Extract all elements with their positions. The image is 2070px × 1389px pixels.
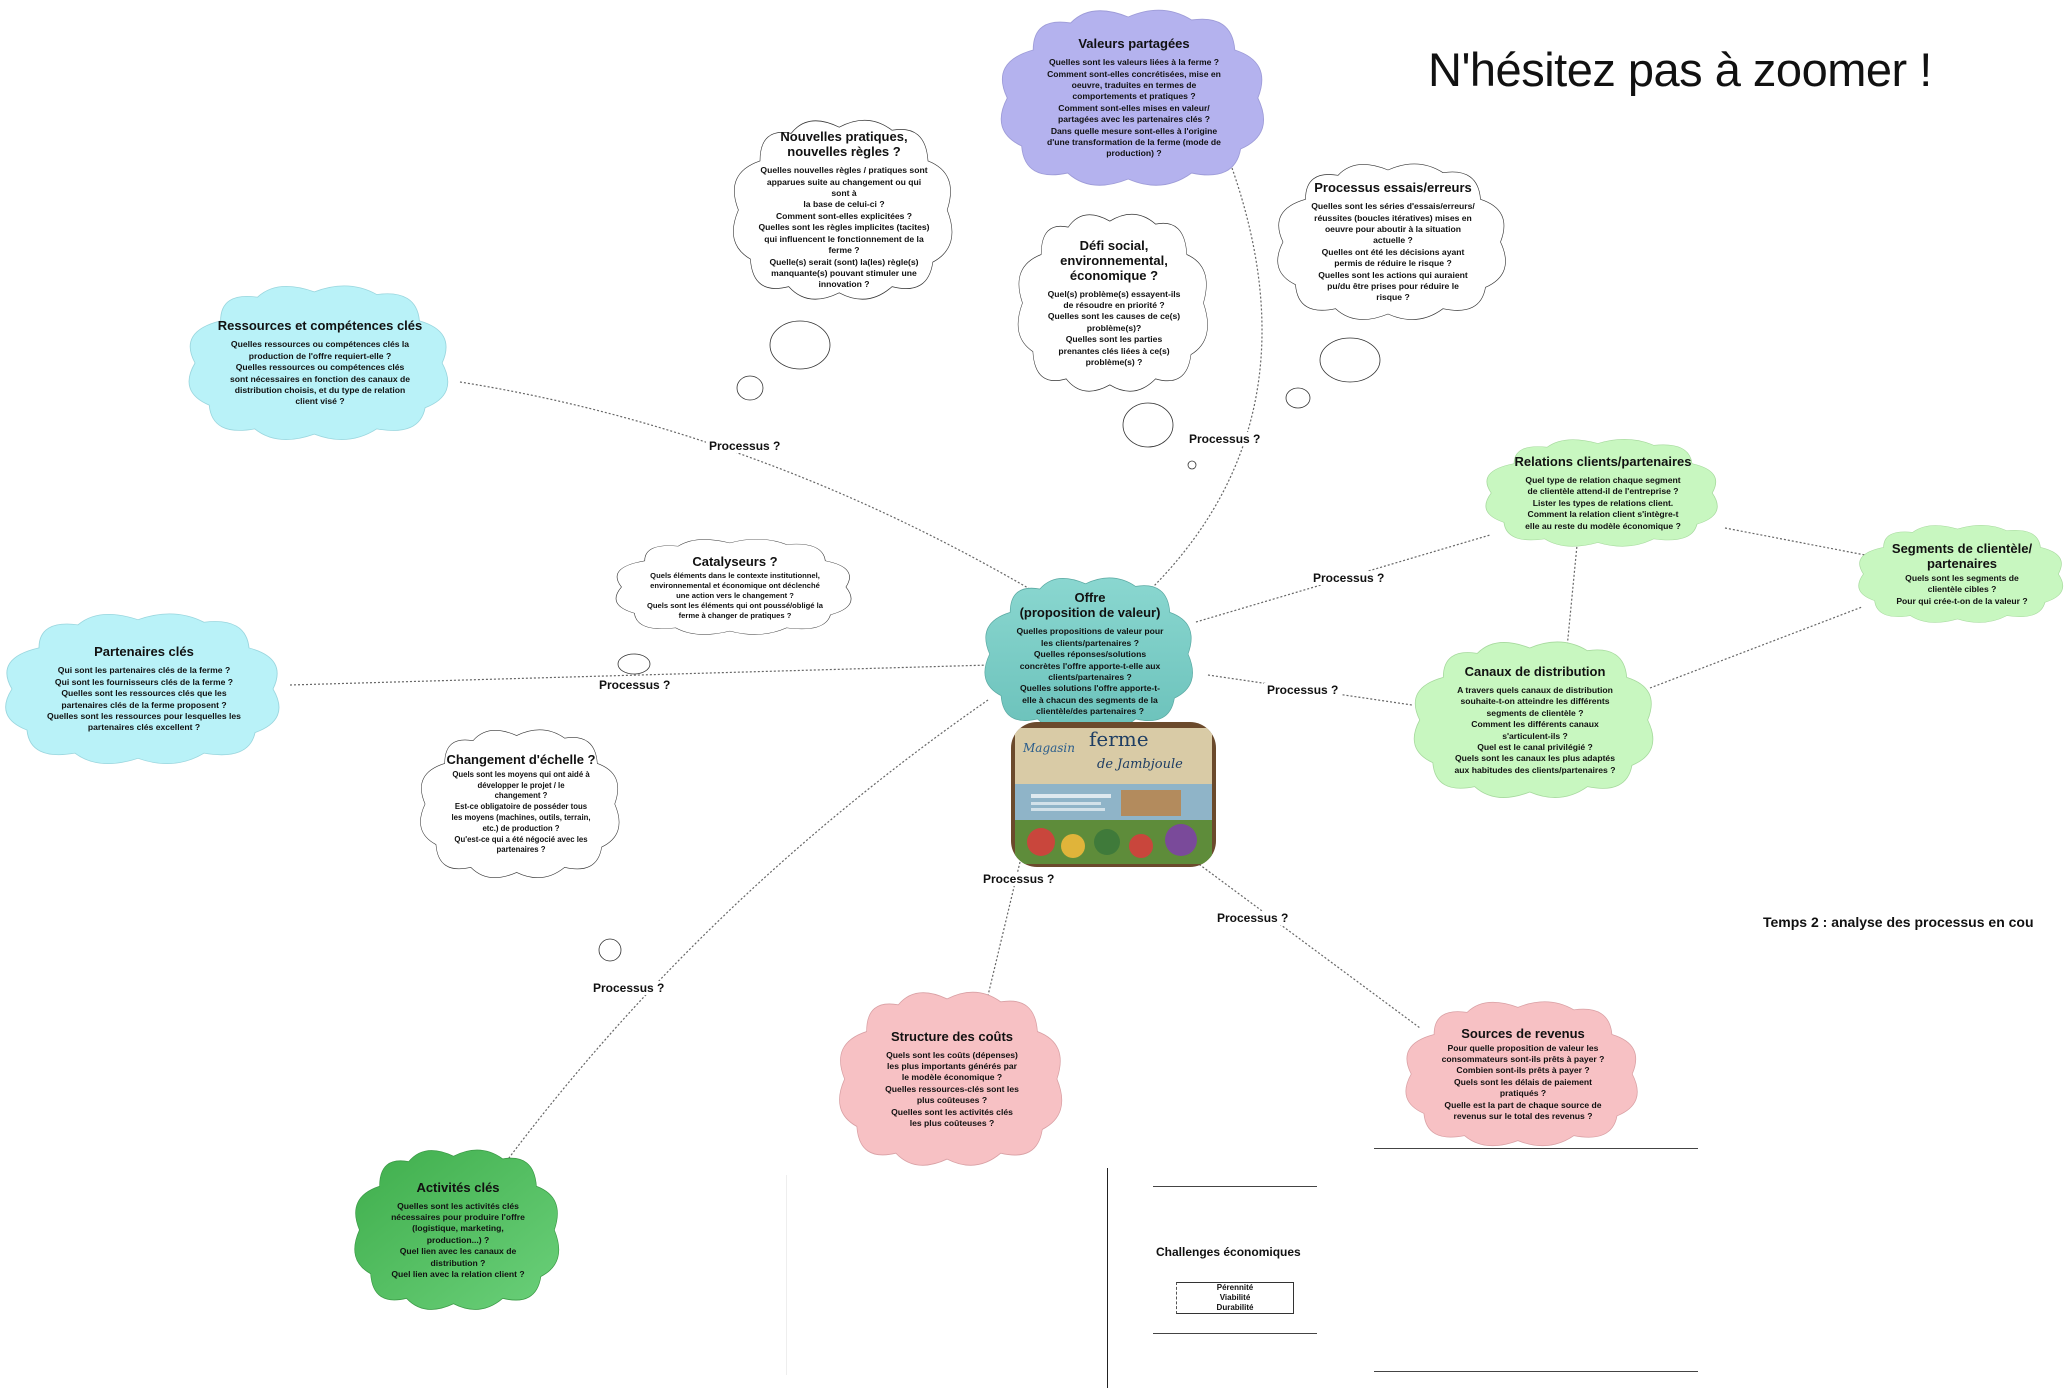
cloud-relations-clients[interactable]: Relations clients/partenaires Quel type … xyxy=(1476,438,1730,548)
headline-zoom-hint: N'hésitez pas à zoomer ! xyxy=(1428,43,1932,96)
cloud-body: Quel type de relation chaque segment de … xyxy=(1525,474,1681,531)
cloud-body: Quel(s) problème(s) essayent-ils de réso… xyxy=(1047,288,1181,368)
cloud-sources-revenus[interactable]: Sources de revenus Pour quelle propositi… xyxy=(1396,1000,1650,1148)
link-partenaires-offre xyxy=(289,664,991,686)
process-label-canaux: Processus ? xyxy=(1264,683,1342,697)
divider-line xyxy=(1107,1168,1108,1388)
cloud-shape xyxy=(733,119,953,300)
cloud-shape xyxy=(188,285,449,440)
cloud-shape xyxy=(839,991,1063,1166)
process-label-relations: Processus ? xyxy=(1310,571,1388,585)
cloud-title: Partenaires clés xyxy=(94,644,194,660)
link-ressources-offre xyxy=(459,381,1041,596)
challenges-list: Pérennité Viabilité Durabilité xyxy=(1176,1282,1294,1314)
cloud-shape xyxy=(1413,641,1654,798)
cloud-shape xyxy=(984,577,1193,730)
sign-text-ferme: ferme xyxy=(1089,727,1149,751)
challenge-item: Viabilité xyxy=(1219,1293,1251,1302)
process-label-revenus: Processus ? xyxy=(1214,911,1292,925)
cloud-body: Quelles nouvelles règles / pratiques son… xyxy=(758,165,930,290)
link-offre-activites xyxy=(499,699,989,1171)
challenges-title: Challenges économiques xyxy=(1156,1245,1301,1259)
cloud-title: Canaux de distribution xyxy=(1464,663,1606,679)
ferme-shop-sign-image: Magasin ferme de Jambjoule xyxy=(1011,722,1216,867)
process-label-partenaires: Processus ? xyxy=(596,678,674,692)
cloud-body: Quelles sont les séries d'essais/erreurs… xyxy=(1311,201,1475,303)
cloud-title: Offre (proposition de valeur) xyxy=(1019,590,1161,621)
cloud-body: Quels sont les segments de clientèle cib… xyxy=(1896,572,2028,606)
cloud-valeurs-partagees[interactable]: Valeurs partagées Quelles sont les valeu… xyxy=(990,8,1278,188)
shop-sign-illustration: Magasin ferme de Jambjoule xyxy=(1011,722,1216,867)
link-relations-canaux xyxy=(1566,534,1579,649)
cloud-shape xyxy=(1277,163,1506,320)
cloud-title: Ressources et compétences clés xyxy=(217,318,423,334)
cloud-title: Changement d'échelle ? xyxy=(446,751,596,767)
cloud-shape xyxy=(354,1149,560,1310)
cloud-body: Quelles sont les activités clés nécessai… xyxy=(391,1200,525,1280)
cloud-nouvelles-pratiques[interactable]: Nouvelles pratiques, nouvelles règles ? … xyxy=(724,118,964,302)
cloud-title: Segments de clientèle/ partenaires xyxy=(1891,540,2033,571)
cloud-offre-proposition-valeur[interactable]: Offre (proposition de valeur) Quelles pr… xyxy=(976,576,1204,732)
cloud-body: Quels sont les moyens qui ont aidé à dév… xyxy=(451,769,591,855)
process-label-activites: Processus ? xyxy=(590,981,668,995)
cloud-shape xyxy=(1485,439,1718,547)
thought-bubbles-catalyseurs xyxy=(617,653,651,675)
sign-text-magasin: Magasin xyxy=(1022,741,1075,755)
link-relations-segments xyxy=(1724,527,1866,556)
process-label-couts: Processus ? xyxy=(980,872,1058,886)
thought-bubbles-nouvelles xyxy=(736,320,831,401)
link-valeurs-offre xyxy=(1149,167,1263,591)
link-canaux-segments xyxy=(1649,606,1863,689)
process-label-valeurs: Processus ? xyxy=(1186,432,1264,446)
challenge-item: Durabilité xyxy=(1216,1303,1254,1312)
cloud-structure-couts[interactable]: Structure des coûts Quels sont les coûts… xyxy=(830,990,1074,1168)
cloud-activites-cles[interactable]: Activités clés Quelles sont les activité… xyxy=(346,1148,570,1312)
cloud-title: Valeurs partagées xyxy=(1078,36,1190,52)
cloud-ressources-competences[interactable]: Ressources et compétences clés Quelles r… xyxy=(178,284,462,442)
cloud-body: Pour quelle proposition de valeur les co… xyxy=(1441,1042,1605,1122)
cloud-title: Nouvelles pratiques, nouvelles règles ? xyxy=(780,129,908,160)
challenges-frame xyxy=(1153,1186,1317,1334)
cloud-catalyseurs[interactable]: Catalyseurs ? Quels éléments dans le con… xyxy=(606,538,864,636)
cloud-title: Processus essais/erreurs xyxy=(1314,180,1472,196)
cloud-changement-echelle[interactable]: Changement d'échelle ? Quels sont les mo… xyxy=(412,728,630,880)
cloud-body: Quelles sont les valeurs liées à la ferm… xyxy=(1047,57,1221,159)
cloud-segments-clientele[interactable]: Segments de clientèle/ partenaires Quels… xyxy=(1850,524,2070,624)
cloud-shape xyxy=(1000,9,1265,186)
cloud-title: Catalyseurs ? xyxy=(692,553,778,569)
cloud-title: Activités clés xyxy=(416,1179,500,1195)
thought-bubble-changement xyxy=(598,938,622,962)
cloud-title: Relations clients/partenaires xyxy=(1514,453,1692,469)
cloud-title: Sources de revenus xyxy=(1461,1025,1585,1041)
process-label-ressources: Processus ? xyxy=(706,439,784,453)
thought-bubbles-essais xyxy=(1285,337,1381,409)
link-image-couts xyxy=(984,861,1021,1009)
link-image-revenus xyxy=(1195,861,1421,1029)
cloud-body: Qui sont les partenaires clés de la ferm… xyxy=(47,665,241,733)
cloud-shape xyxy=(615,539,852,635)
cloud-shape xyxy=(420,729,620,878)
cloud-body: A travers quels canaux de distribution s… xyxy=(1454,684,1616,775)
cloud-body: Quels éléments dans le contexte institut… xyxy=(647,570,823,620)
cloud-shape xyxy=(5,613,280,765)
temps2-caption: Temps 2 : analyse des processus en cou xyxy=(1763,914,2034,930)
cloud-processus-essais[interactable]: Processus essais/erreurs Quelles sont le… xyxy=(1268,162,1518,322)
cloud-shape xyxy=(1405,1001,1638,1147)
faint-divider xyxy=(786,1175,787,1375)
challenge-item: Pérennité xyxy=(1216,1283,1254,1292)
cloud-title: Structure des coûts xyxy=(890,1028,1014,1044)
thought-bubbles-defi xyxy=(1122,402,1197,470)
cloud-body: Quels sont les coûts (dépenses) les plus… xyxy=(885,1049,1019,1129)
cloud-partenaires-cles[interactable]: Partenaires clés Qui sont les partenaire… xyxy=(0,612,294,766)
empty-frame xyxy=(1374,1148,1698,1372)
cloud-shape xyxy=(1858,525,2064,623)
cloud-shape xyxy=(1017,213,1208,392)
sign-text-jambjoule: de Jambjoule xyxy=(1097,757,1183,772)
cloud-body: Quelles propositions de valeur pour les … xyxy=(1016,626,1164,717)
cloud-defi-social[interactable]: Défi social, environnemental, économique… xyxy=(1010,212,1218,394)
cloud-body: Quelles ressources ou compétences clés l… xyxy=(229,339,411,407)
cloud-title: Défi social, environnemental, économique… xyxy=(1060,237,1168,283)
cloud-canaux-distribution[interactable]: Canaux de distribution A travers quels c… xyxy=(1404,640,1666,800)
